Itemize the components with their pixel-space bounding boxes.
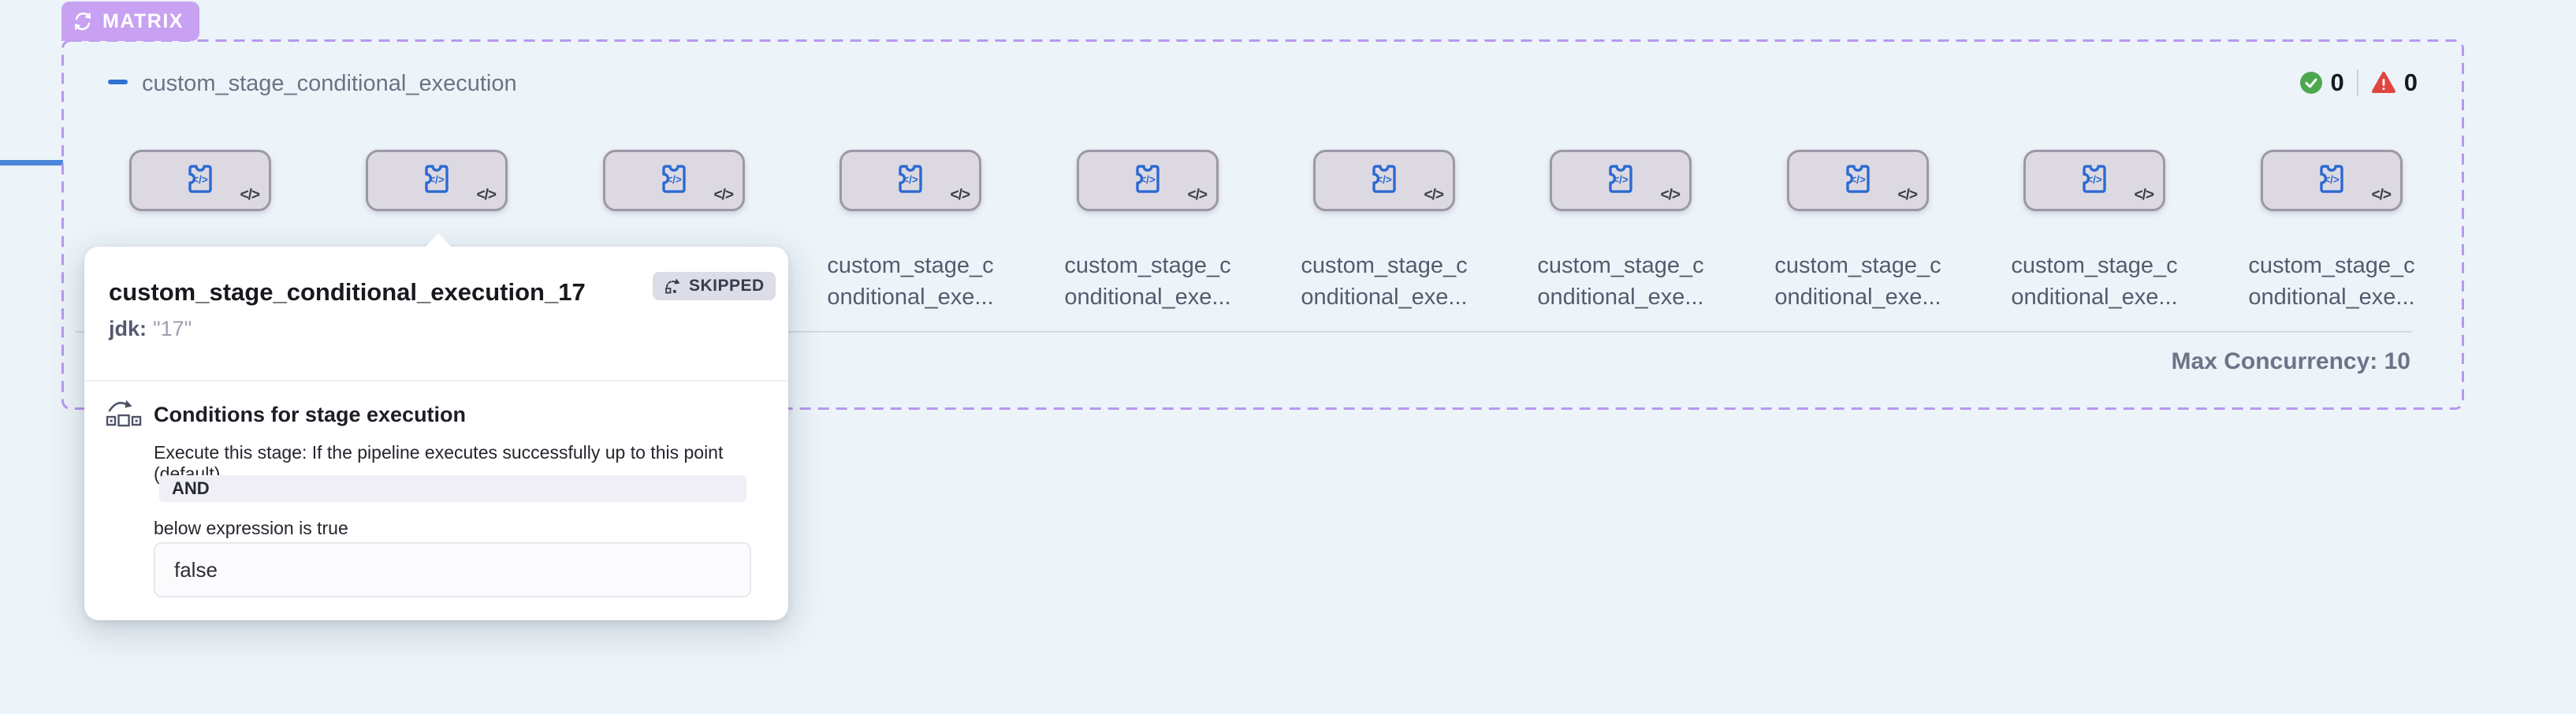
custom-stage-icon: </> [1609, 165, 1632, 193]
failed-icon [2371, 72, 2395, 93]
stage-card[interactable]: </> </> [1313, 150, 1455, 211]
skipped-icon [665, 278, 680, 294]
condition-expression-text: below expression is true [154, 518, 348, 538]
pipeline-connector-line [0, 160, 63, 165]
svg-text:</>: </> [1850, 174, 1866, 186]
matrix-axis-value: jdk:"17" [109, 317, 192, 340]
custom-stage-icon: </> [188, 165, 212, 193]
custom-stage-icon: </> [899, 165, 922, 193]
stage-card[interactable]: </> </> [603, 150, 745, 211]
code-badge-icon: </> [713, 187, 735, 203]
condition-default-text: Execute this stage: If the pipeline exec… [154, 442, 724, 484]
status-badge-label: SKIPPED [689, 277, 765, 295]
stage-card[interactable]: </> </> [839, 150, 981, 211]
custom-stage-icon: </> [2083, 165, 2106, 193]
custom-stage-icon: </> [662, 165, 686, 193]
custom-stage-icon: </> [1372, 165, 1396, 193]
svg-text:</>: </> [1140, 174, 1156, 186]
stage-tooltip: custom_stage_conditional_execution_17 SK… [84, 233, 788, 620]
code-badge-icon: </> [240, 187, 261, 203]
max-concurrency-label: Max Concurrency: 10 [2171, 348, 2410, 374]
status-badge: SKIPPED [653, 272, 776, 300]
success-icon [2299, 72, 2322, 94]
counter-divider [2356, 69, 2358, 96]
matrix-badge: MATRIX [61, 2, 199, 41]
custom-stage-icon: </> [425, 165, 449, 193]
svg-text:</>: </> [429, 174, 445, 186]
svg-text:</>: </> [2324, 174, 2340, 186]
svg-text:</>: </> [192, 174, 208, 186]
code-badge-icon: </> [950, 187, 971, 203]
footer-divider [75, 331, 2412, 333]
svg-text:</>: </> [903, 174, 918, 186]
matrix-badge-label: MATRIX [102, 9, 184, 32]
svg-text:</>: </> [1613, 174, 1629, 186]
code-badge-icon: </> [476, 187, 497, 203]
stage-card[interactable]: </> </> [1787, 150, 1929, 211]
tooltip-stage-title: custom_stage_conditional_execution_17 [109, 278, 586, 306]
stage-card[interactable]: </> </> [1077, 150, 1219, 211]
conditions-heading: Conditions for stage execution [154, 403, 467, 426]
custom-stage-icon: </> [1846, 165, 1870, 193]
code-badge-icon: </> [2371, 187, 2392, 203]
stage-card[interactable]: </> </> [129, 150, 271, 211]
conditional-execution-icon [106, 400, 142, 427]
tooltip-divider [84, 380, 788, 381]
code-badge-icon: </> [1897, 187, 1919, 203]
svg-text:</>: </> [1376, 174, 1392, 186]
matrix-group-title: custom_stage_conditional_execution [142, 71, 517, 96]
failed-count: 0 [2403, 69, 2418, 96]
collapse-toggle[interactable] [108, 80, 128, 84]
loop-icon [75, 12, 91, 31]
svg-text:</>: </> [2086, 174, 2102, 186]
code-badge-icon: </> [2134, 187, 2155, 203]
stage-card[interactable]: </> </> [2023, 150, 2165, 211]
code-badge-icon: </> [1424, 187, 1445, 203]
custom-stage-icon: </> [1136, 165, 1160, 193]
stage-card[interactable]: </> </> [2261, 150, 2403, 211]
expression-value-field: false [154, 542, 751, 597]
custom-stage-icon: </> [2320, 165, 2343, 193]
stage-card[interactable]: </> </> [1550, 150, 1692, 211]
svg-text:</>: </> [666, 174, 682, 186]
code-badge-icon: </> [1187, 187, 1208, 203]
success-count: 0 [2330, 69, 2344, 96]
code-badge-icon: </> [1660, 187, 1681, 203]
stage-status-counters: 0 0 [2299, 68, 2418, 98]
operator-chip: AND [159, 475, 746, 502]
tooltip-caret [425, 233, 452, 247]
stage-card[interactable]: </> </> [366, 150, 508, 211]
